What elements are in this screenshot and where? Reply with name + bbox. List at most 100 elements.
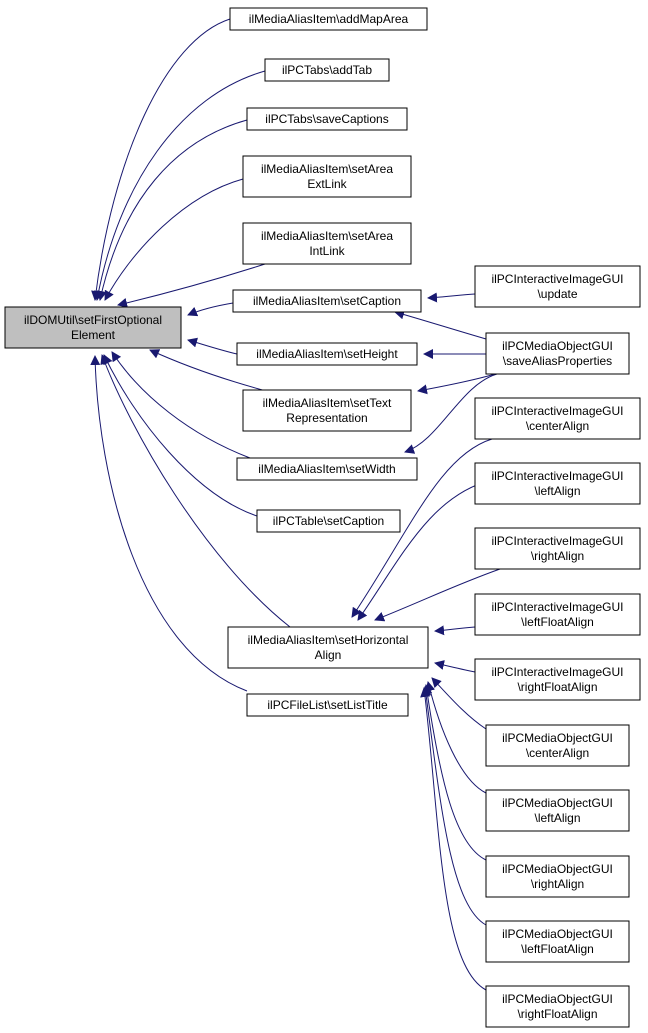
node-setListTitle[interactable]: ilPCFileList\setListTitle bbox=[246, 693, 409, 717]
node-moRightFloatAlign[interactable]: ilPCMediaObjectGUI\rightFloatAlign bbox=[485, 985, 630, 1028]
node-moRightAlign[interactable]: ilPCMediaObjectGUI\rightAlign bbox=[485, 855, 630, 898]
node-label: ilPCTable\setCaption bbox=[273, 514, 384, 528]
node-label: ilPCInteractiveImageGUI bbox=[491, 404, 623, 418]
node-label: \centerAlign bbox=[526, 419, 589, 433]
node-box bbox=[485, 920, 630, 963]
node-moLeftFloatAlign[interactable]: ilPCMediaObjectGUI\leftFloatAlign bbox=[485, 920, 630, 963]
node-label: ilPCInteractiveImageGUI bbox=[491, 469, 623, 483]
node-label: \leftFloatAlign bbox=[521, 942, 594, 956]
edge-saveCaptions-to-root bbox=[97, 119, 248, 301]
node-iiRightAlign[interactable]: ilPCInteractiveImageGUI\rightAlign bbox=[474, 527, 641, 570]
node-label: ilPCMediaObjectGUI bbox=[502, 927, 613, 941]
node-box bbox=[474, 265, 641, 308]
node-label: \centerAlign bbox=[526, 746, 589, 760]
node-label: ilPCMediaObjectGUI bbox=[502, 796, 613, 810]
node-setWidth[interactable]: ilMediaAliasItem\setWidth bbox=[236, 457, 418, 481]
edge-setListTitle-to-root bbox=[90, 355, 248, 692]
node-box bbox=[227, 626, 429, 669]
node-label: ilPCMediaObjectGUI bbox=[502, 992, 613, 1006]
node-label: ilMediaAliasItem\setText bbox=[263, 396, 392, 410]
edge-iiUpdate-to-setCaption bbox=[427, 292, 476, 303]
edge-moRightAlign-to-setHorizontalAlign bbox=[422, 684, 487, 861]
edge-addMapArea-to-root bbox=[91, 18, 231, 301]
node-label: Representation bbox=[286, 411, 367, 425]
node-box bbox=[236, 457, 418, 481]
node-box bbox=[246, 693, 409, 717]
edge-moSaveAlias-to-setCaption bbox=[394, 309, 487, 340]
edge-tableSetCaption-to-root bbox=[103, 354, 258, 517]
node-box bbox=[242, 222, 412, 265]
edge-setHorizontalAlign-to-root bbox=[100, 354, 291, 628]
node-addTab[interactable]: ilPCTabs\addTab bbox=[264, 58, 390, 82]
node-iiRightFloatAlign[interactable]: ilPCInteractiveImageGUI\rightFloatAlign bbox=[474, 658, 641, 701]
node-label: ilPCFileList\setListTitle bbox=[267, 698, 388, 712]
node-label: ilPCInteractiveImageGUI bbox=[491, 600, 623, 614]
node-label: ilPCTabs\addTab bbox=[282, 63, 372, 77]
node-saveCaptions[interactable]: ilPCTabs\saveCaptions bbox=[246, 107, 408, 131]
edge-moCenterAlign-to-setHorizontalAlign bbox=[431, 677, 487, 730]
edge-moLeftAlign-to-setHorizontalAlign bbox=[425, 681, 487, 794]
node-moSaveAlias[interactable]: ilPCMediaObjectGUI\saveAliasProperties bbox=[485, 332, 630, 375]
node-box bbox=[236, 342, 418, 366]
node-box bbox=[474, 658, 641, 701]
edge-iiCenterAlign-to-setHorizontalAlign bbox=[351, 438, 493, 618]
node-label: \rightFloatAlign bbox=[517, 680, 597, 694]
node-box bbox=[485, 332, 630, 375]
node-label: ExtLink bbox=[307, 177, 347, 191]
node-addMapArea[interactable]: ilMediaAliasItem\addMapArea bbox=[229, 7, 428, 31]
edge-setTextRep-to-root bbox=[149, 349, 271, 393]
node-box bbox=[485, 789, 630, 832]
node-box bbox=[264, 58, 390, 82]
node-setCaption[interactable]: ilMediaAliasItem\setCaption bbox=[232, 289, 422, 313]
node-label: \saveAliasProperties bbox=[503, 354, 612, 368]
edge-addTab-to-root bbox=[93, 70, 266, 301]
edge-moSaveAlias-to-setWidth bbox=[404, 373, 498, 454]
node-moCenterAlign[interactable]: ilPCMediaObjectGUI\centerAlign bbox=[485, 724, 630, 767]
node-label: \leftAlign bbox=[534, 811, 580, 825]
node-iiCenterAlign[interactable]: ilPCInteractiveImageGUI\centerAlign bbox=[474, 397, 641, 440]
node-label: ilDOMUtil\setFirstOptional bbox=[24, 313, 162, 327]
node-box bbox=[485, 985, 630, 1028]
node-box bbox=[4, 306, 182, 349]
edge-layer bbox=[90, 18, 501, 991]
node-label: ilPCMediaObjectGUI bbox=[502, 731, 613, 745]
node-label: ilPCTabs\saveCaptions bbox=[265, 112, 388, 126]
node-iiLeftAlign[interactable]: ilPCInteractiveImageGUI\leftAlign bbox=[474, 462, 641, 505]
node-box bbox=[485, 855, 630, 898]
node-iiLeftFloatAlign[interactable]: ilPCInteractiveImageGUI\leftFloatAlign bbox=[474, 593, 641, 636]
node-box bbox=[229, 7, 428, 31]
node-label: \leftFloatAlign bbox=[521, 615, 594, 629]
node-moLeftAlign[interactable]: ilPCMediaObjectGUI\leftAlign bbox=[485, 789, 630, 832]
edge-moLeftFloatAlign-to-setHorizontalAlign bbox=[421, 686, 487, 926]
node-tableSetCaption[interactable]: ilPCTable\setCaption bbox=[256, 509, 401, 533]
node-setHeight[interactable]: ilMediaAliasItem\setHeight bbox=[236, 342, 418, 366]
node-box bbox=[256, 509, 401, 533]
node-label: ilMediaAliasItem\setHorizontal bbox=[248, 633, 409, 647]
edge-iiLeftFloatAlign-to-setHorizontalAlign bbox=[434, 625, 476, 636]
edge-setHeight-to-root bbox=[187, 337, 238, 355]
node-box bbox=[246, 107, 408, 131]
node-box bbox=[474, 397, 641, 440]
edge-iiRightFloatAlign-to-setHorizontalAlign bbox=[434, 660, 476, 673]
edge-setWidth-to-root bbox=[111, 351, 251, 459]
node-label: \leftAlign bbox=[534, 484, 580, 498]
node-label: \update bbox=[537, 287, 577, 301]
node-label: ilPCMediaObjectGUI bbox=[502, 339, 613, 353]
node-label: ilMediaAliasItem\setArea bbox=[261, 229, 393, 243]
node-iiUpdate[interactable]: ilPCInteractiveImageGUI\update bbox=[474, 265, 641, 308]
node-label: ilPCInteractiveImageGUI bbox=[491, 272, 623, 286]
node-label: ilMediaAliasItem\setCaption bbox=[253, 294, 401, 308]
edge-iiLeftAlign-to-setHorizontalAlign bbox=[357, 479, 493, 621]
node-box bbox=[242, 389, 412, 432]
node-label: ilPCInteractiveImageGUI bbox=[491, 534, 623, 548]
node-label: ilMediaAliasItem\setHeight bbox=[256, 347, 398, 361]
node-box bbox=[474, 462, 641, 505]
node-label: \rightFloatAlign bbox=[517, 1007, 597, 1021]
